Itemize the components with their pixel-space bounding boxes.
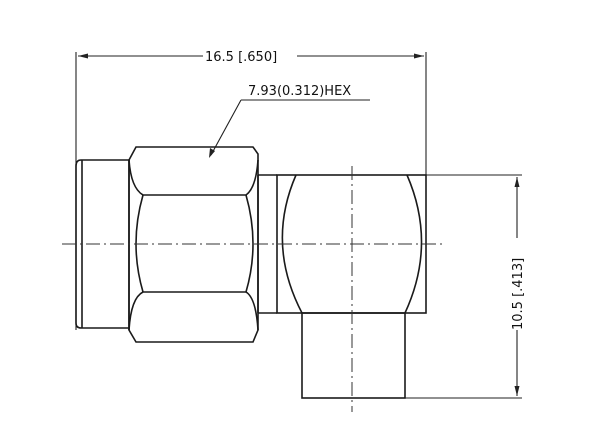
collar [258,174,277,314]
height-label: 10.5 [.413] [511,258,526,330]
height-dimension: 10.5 [.413] [405,174,526,399]
center-lines [62,166,442,412]
overall-length-label: 16.5 [.650] [205,50,277,65]
hex-size-callout: 7.93(0.312)HEX [209,84,370,158]
bottom-stem [301,312,406,399]
hex-size-label: 7.93(0.312)HEX [248,84,351,99]
